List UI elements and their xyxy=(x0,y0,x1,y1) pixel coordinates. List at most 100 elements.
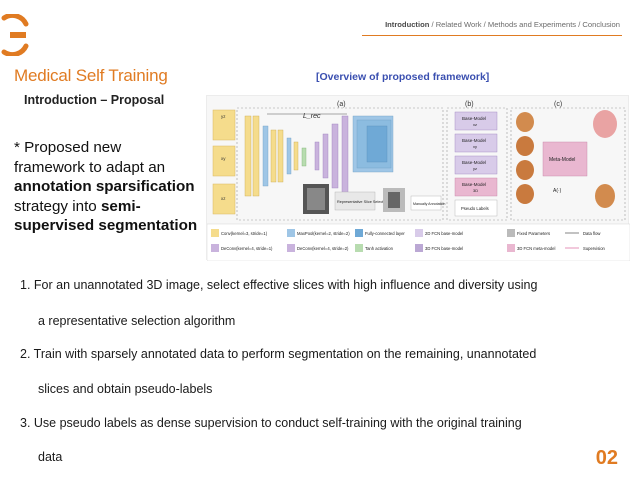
legend-swatch xyxy=(211,229,219,237)
base-model-box xyxy=(454,111,498,131)
meta-model-box xyxy=(542,141,588,177)
legend-swatch xyxy=(507,229,515,237)
breadcrumb-rest: / Related Work / Methods and Experiments… xyxy=(429,20,620,29)
legend-swatch xyxy=(211,244,219,252)
breadcrumb-divider xyxy=(362,35,622,36)
bottleneck-block xyxy=(301,147,307,167)
framework-figure: (a) (b) (c) yz xy xz L_rec xyxy=(206,95,630,261)
axis-label-xz: xz xyxy=(221,196,226,201)
base-model-label: Base-Model xyxy=(462,138,486,143)
legend-item: Fully-connected layer xyxy=(365,231,405,236)
legend-item: Fixed Parameters xyxy=(517,231,550,236)
proposal-line: annotation sparsification xyxy=(14,177,204,197)
legend-item: 3D FCN base-model xyxy=(425,246,463,251)
encoder-block xyxy=(270,129,277,183)
legend-item: DeConv(kernel=4, stride=1) xyxy=(221,246,273,251)
logo-icon xyxy=(1,14,29,56)
base-model-label: Base-Model xyxy=(462,182,486,187)
legend-item: Tanh activation xyxy=(365,246,394,251)
heart-segmentation-image xyxy=(516,160,534,180)
legend-item: MaxPool(kernel=2, stride=2) xyxy=(297,231,350,236)
legend-item: Data flow xyxy=(583,231,601,236)
input-volume-xy xyxy=(212,145,236,177)
encoder-pool xyxy=(262,125,269,187)
slide-subtitle: Introduction – Proposal xyxy=(24,93,165,107)
legend-swatch xyxy=(355,244,363,252)
input-volume-xz xyxy=(212,183,236,215)
encoder-block xyxy=(293,141,299,171)
base-model-box xyxy=(454,155,498,175)
base-model-view: xy xyxy=(473,144,477,149)
axis-label-yz: yz xyxy=(221,114,226,119)
panel-a-label: (a) xyxy=(337,101,346,108)
step-line: slices and obtain pseudo-labels xyxy=(38,382,213,396)
step-line: 3. Use pseudo labels as dense supervisio… xyxy=(20,416,522,430)
panel-a-border xyxy=(236,107,444,221)
panel-b-label: (b) xyxy=(465,101,474,108)
base-model-view: yz xyxy=(473,166,477,171)
legend-swatch xyxy=(287,244,295,252)
manual-annotation-box xyxy=(410,195,442,211)
base-model-label: Base-Model xyxy=(462,116,486,121)
page-number: 02 xyxy=(595,447,618,469)
figure-caption: [Overview of proposed framework] xyxy=(316,71,490,83)
pseudo-labels-label: Pseudo Labels xyxy=(461,206,489,211)
encoder-pool xyxy=(286,137,292,175)
proposal-emphasis: semi- xyxy=(100,197,141,215)
legend-item: 2D FCN base-model xyxy=(425,231,463,236)
encoder-block xyxy=(252,115,260,197)
base-model-label: Base-Model xyxy=(462,160,486,165)
legend-item: Conv(kernel=3, stride=1) xyxy=(221,231,268,236)
base-model-view: xz xyxy=(473,122,477,127)
representative-selection-label: Representative Slice Selection xyxy=(337,200,389,204)
legend-swatch xyxy=(415,229,423,237)
axis-label-xy: xy xyxy=(221,156,226,161)
legend-item: DeConv(kernel=4, stride=2) xyxy=(297,246,349,251)
panel-c-border xyxy=(510,107,626,221)
proposal-plain: strategy into xyxy=(14,197,101,215)
breadcrumb-active: Introduction xyxy=(385,20,430,29)
legend-swatch xyxy=(287,229,295,237)
pseudo-labels-box xyxy=(454,199,498,217)
proposal-text: * Proposed new framework to adapt an ann… xyxy=(14,138,204,236)
base-model-box xyxy=(454,133,498,153)
proposal-line: framework to adapt an xyxy=(14,158,166,176)
proposal-emphasis: supervised segmentation xyxy=(14,217,198,235)
legend-item: Supervision xyxy=(583,246,606,251)
legend-swatch xyxy=(415,244,423,252)
legend-swatch xyxy=(355,229,363,237)
base-model-view: 3D xyxy=(473,188,478,193)
heart-segmentation-image xyxy=(593,110,617,138)
proposal-line: strategy into semi- xyxy=(14,197,204,217)
proposal-line: supervised segmentation xyxy=(14,216,204,236)
meta-model-label: Meta-Model xyxy=(549,157,575,163)
base-model-box xyxy=(454,177,498,197)
loss-label: L_rec xyxy=(303,113,321,120)
step-line: data xyxy=(38,450,63,464)
manual-annotation-label: Manually Annotation xyxy=(413,202,445,206)
representative-selection-box xyxy=(334,191,376,211)
step-line: a representative selection algorithm xyxy=(38,314,236,328)
legend-item: 3D FCN meta-model xyxy=(517,246,555,251)
heart-segmentation-image xyxy=(595,184,615,208)
heart-segmentation-image xyxy=(516,184,534,204)
decoder-output xyxy=(366,125,388,163)
decoder-block xyxy=(331,123,339,189)
encoder-block xyxy=(277,129,284,183)
heart-segmentation-image xyxy=(516,112,534,132)
ct-slice-image xyxy=(307,188,325,210)
proposal-line: * Proposed new xyxy=(14,139,122,156)
encoder-block xyxy=(244,115,252,197)
decoder-block xyxy=(322,133,329,179)
legend-swatch xyxy=(507,244,515,252)
step-line: 2. Train with sparsely annotated data to… xyxy=(20,347,537,361)
heart-segmentation-image xyxy=(516,136,534,156)
decoder-block xyxy=(341,115,349,197)
slide-title: Medical Self Training xyxy=(14,66,168,85)
section-breadcrumb: Introduction / Related Work / Methods an… xyxy=(385,20,620,29)
proposal-emphasis: annotation sparsification xyxy=(14,178,195,196)
operator-label: A(·) xyxy=(553,188,562,194)
panel-c-label: (c) xyxy=(554,101,562,108)
panel-b-border xyxy=(446,107,508,221)
step-line: 1. For an unannotated 3D image, select e… xyxy=(20,278,538,292)
